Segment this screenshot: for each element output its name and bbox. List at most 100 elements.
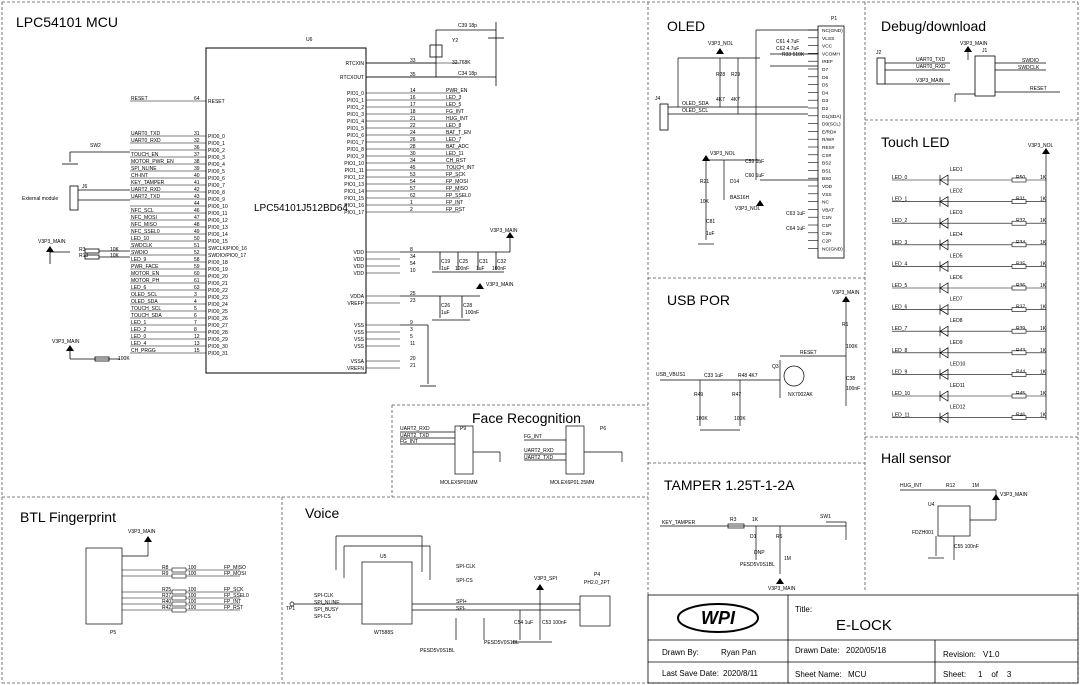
face-p9-net-txd: UART2_TXD xyxy=(400,433,429,439)
voice-tp1: TP1 xyxy=(286,606,295,612)
oled-rail-label: V3P3_NOL xyxy=(708,41,734,47)
mcu-left-pin-number: 49 xyxy=(194,229,200,235)
led-net-label: LED_6 xyxy=(892,305,908,311)
mcu-right-pin-net: FP_MISO xyxy=(446,186,468,192)
led-ref: LED1 xyxy=(950,167,963,173)
vcc-arrow-touch xyxy=(1042,148,1050,154)
usb-rail-label: V3P3_MAIN xyxy=(832,290,860,296)
led-resistor-value: 1K xyxy=(1040,413,1047,419)
cap-c19: C19 xyxy=(441,259,450,265)
led-rows: LED_0LED1R501KLED_1LED2R311KLED_2LED3R32… xyxy=(892,167,1047,424)
section-title-btl: BTL Fingerprint xyxy=(20,509,116,525)
vcc-arrow-oled-3 xyxy=(756,200,764,206)
mcu-left-pin-net: SPI_NLINE xyxy=(131,166,157,172)
debug-net-reset: RESET xyxy=(1030,86,1047,92)
mcu-left-pin-name: PIO0_0 xyxy=(208,134,225,140)
btl-resistor xyxy=(171,601,187,607)
mcu-right-pin-name: RTCXIN xyxy=(345,61,364,67)
oled-pin-name: VCC xyxy=(822,44,833,50)
mcu-left-pin-net: LED_10 xyxy=(131,236,149,242)
oled-pin-name: BS0 xyxy=(822,176,831,182)
mcu-left-pin-net: LED_4 xyxy=(131,341,147,347)
cap-c28: C28 xyxy=(463,303,472,309)
mcu-left-pin-net: NFC_MISO xyxy=(131,222,157,228)
mcu-power-pin-name: VSS xyxy=(354,344,365,350)
tamper-sw1: SW1 xyxy=(820,514,831,520)
mcu-right-pin-name: PIO1_11 xyxy=(345,168,365,174)
oled-r33: R33 510K xyxy=(782,52,805,58)
vcc-arrow-mcu-2 xyxy=(476,283,484,289)
mcu-left-pin-number: 64 xyxy=(194,96,200,102)
oled-rail-label-3: V3P3_NOL xyxy=(735,206,761,212)
sheet-label: Sheet: xyxy=(943,670,967,679)
mcu-power-pin-name: VREFN xyxy=(347,366,364,372)
mcu-left-pin-number: 58 xyxy=(194,257,200,263)
btl-resistor-ref: R9 xyxy=(162,571,169,577)
oled-pin-name: D3 xyxy=(822,98,828,104)
oled-r28: R28 xyxy=(716,72,725,78)
mcu-left-pin-number: 48 xyxy=(194,222,200,228)
usb-net: USB_VBUS1 xyxy=(656,372,686,378)
btl-resistor-value: 100 xyxy=(188,571,197,577)
mcu-left-pin-net: MOTOR_EN xyxy=(131,271,160,277)
face-block xyxy=(400,425,623,475)
r3-label: R3 xyxy=(79,247,86,253)
led-resistor-value: 1K xyxy=(1040,348,1047,354)
mcu-power-pin-number: 3 xyxy=(410,327,413,333)
drawn-by-label: Drawn By: xyxy=(662,648,699,657)
debug-block: J2 J1 UART0_TXD UART0_RXD V3P3_MAIN SWDI… xyxy=(876,41,1060,102)
oled-r21-val: 10K xyxy=(700,199,710,205)
hall-r12-val: 1M xyxy=(972,483,979,489)
btl-resistor-value: 100 xyxy=(188,587,197,593)
led-diode-icon xyxy=(939,195,949,208)
mcu-power-pin-name: VSS xyxy=(354,337,365,343)
mcu-left-pin-name: PIO0_5 xyxy=(208,169,225,175)
mcu-right-pin-net: BAT_ADC xyxy=(446,144,469,150)
mcu-left-pin-net: SWDIO xyxy=(131,250,148,256)
section-title-tamper: TAMPER 1.25T-1-2A xyxy=(664,477,795,493)
mcu-right-pin-name: PIO1_7 xyxy=(347,140,364,146)
led-resistor-value: 1K xyxy=(1040,391,1047,397)
oled-pin-name: NC xyxy=(822,200,829,206)
led-ref: LED8 xyxy=(950,318,963,324)
led-ref: LED9 xyxy=(950,340,963,346)
oled-pin-name: C1P xyxy=(822,223,831,229)
tamper-r3: R3 xyxy=(730,517,737,523)
mcu-right-pin-name: PIO1_9 xyxy=(347,154,364,160)
title-block-frame xyxy=(647,594,1079,684)
mcu-designator: U6 xyxy=(306,37,313,43)
oled-c62: C62 4.7uF xyxy=(776,46,799,52)
sheet-name-label: Sheet Name: xyxy=(795,670,842,679)
touch-rail-label: V3P3_NOL xyxy=(1028,143,1054,149)
led-resistor xyxy=(1011,177,1027,183)
mcu-right-pin-number: 26 xyxy=(410,137,416,143)
section-title-debug: Debug/download xyxy=(881,18,987,34)
mcu-rail-label: V3P3_MAIN xyxy=(490,228,518,234)
voice-net-r2: SPI+ xyxy=(456,599,467,605)
led-diode-icon xyxy=(939,303,949,316)
led-net-label: LED_1 xyxy=(892,197,908,203)
mcu-left-pin-name: SWCLK/PIO0_16 xyxy=(208,246,247,252)
vcc-arrow-left-2 xyxy=(66,345,74,351)
led-net-label: LED_3 xyxy=(892,240,908,246)
led-row: LED_2LED3R321K xyxy=(892,210,1047,229)
mcu-right-pin-number: 30 xyxy=(410,151,416,157)
led-resistor-value: 1K xyxy=(1040,283,1047,289)
mcu-power-pin-number: 11 xyxy=(410,341,415,347)
mcu-right-pin-name: PIO1_14 xyxy=(344,189,364,195)
led-diode-icon xyxy=(939,411,949,424)
usb-r1-val: 100K xyxy=(846,344,858,350)
led-resistor xyxy=(1011,242,1027,248)
led-diode-icon xyxy=(939,390,949,402)
voice-p4-part: PH2.0_2PT xyxy=(584,580,610,586)
usb-r48: R48 4K7 xyxy=(738,373,758,379)
debug-rail-label: V3P3_MAIN xyxy=(960,41,988,47)
mcu-left-pin-name: PIO0_20 xyxy=(208,274,228,280)
vcc-arrow-hall xyxy=(992,494,1000,500)
mcu-left-pin-net: NFC_SCL xyxy=(131,208,154,214)
led-net-label: LED_10 xyxy=(892,391,910,397)
title-value: E-LOCK xyxy=(836,617,892,634)
mcu-right-pin-number: 18 xyxy=(410,109,416,115)
btl-resistor-ref: R37 xyxy=(162,593,171,599)
